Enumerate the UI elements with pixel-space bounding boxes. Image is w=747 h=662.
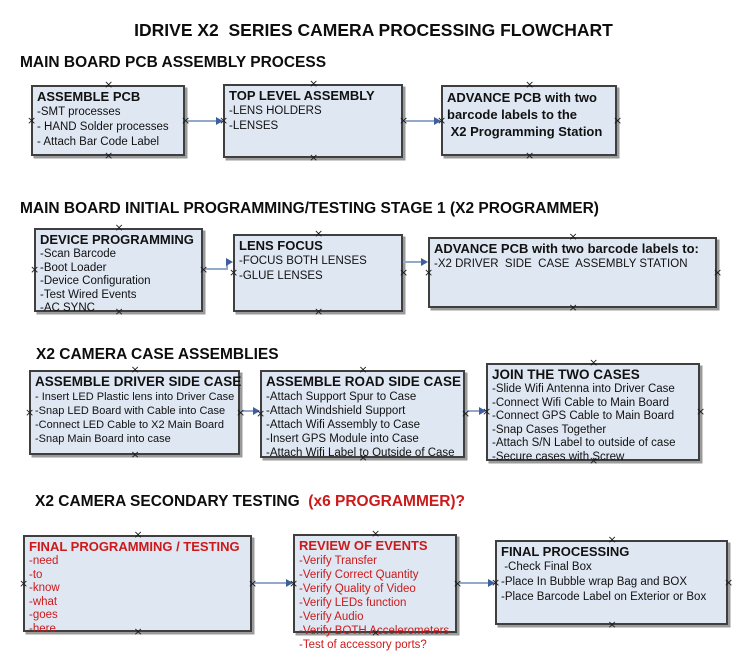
box-item: -Snap Main Board into case [35,433,171,445]
flow-box-final-programming-testing[interactable]: FINAL PROGRAMMING / TESTING -need -to -k… [23,535,252,635]
page-title: IDRIVE X2 SERIES CAMERA PROCESSING FLOWC… [134,20,613,40]
box-item: -X2 DRIVER SIDE CASE ASSEMBLY STATION [434,258,688,270]
connector-line[interactable] [203,268,228,270]
box-item: -Verify Audio [299,611,364,623]
flow-box-device-programming[interactable]: DEVICE PROGRAMMING -Scan Barcode -Boot L… [34,228,203,314]
box-item: -Test of accessory ports? [299,639,427,651]
box-item: -Place In Bubble wrap Bag and BOX [501,576,688,588]
box-item: -Attach Wifi Assembly to Case [266,419,421,431]
box-title: ADVANCE PCB with two barcode labels to: [434,241,699,256]
box-title: ASSEMBLE ROAD SIDE CASE [266,374,462,389]
flow-box-final-processing[interactable]: FINAL PROCESSING -Check Final Box -Place… [495,540,728,625]
flow-box-lens-focus[interactable]: LENS FOCUS -FOCUS BOTH LENSES -GLUE LENS… [233,234,403,312]
box-item: - Insert LED Plastic lens into Driver Ca… [35,391,235,403]
box-item: -Verify LEDs function [299,597,407,609]
box-item: -Snap LED Board with Cable into Case [35,405,226,417]
box-title: ADVANCE PCB with two barcode labels to t… [447,90,603,139]
box-item: -Verify Correct Quantity [299,569,419,581]
box-title: LENS FOCUS [239,238,323,253]
box-item: -know [29,582,60,594]
box-item: - HAND Solder processes [37,121,169,133]
box-item: -goes [29,609,58,621]
box-item: -Verify BOTH Accelerometers [299,625,450,637]
box-item: -Connect Wifi Cable to Main Board [492,396,670,409]
flow-box-top-level-assembly[interactable]: TOP LEVEL ASSEMBLY -LENS HOLDERS -LENSES [223,84,403,158]
arrow-head-icon [253,407,260,415]
connector-line[interactable] [403,261,421,263]
section-heading-secondary-testing: X2 CAMERA SECONDARY TESTING (x6 PROGRAMM… [35,493,465,511]
box-item: -FOCUS BOTH LENSES [239,255,367,267]
arrow-head-icon [434,117,441,125]
box-item: -Attach Windshield Support [266,405,406,417]
box-item: -what [29,595,58,608]
box-item: -SMT processes [37,106,121,118]
box-item: -Attach S/N Label to outside of case [492,437,676,449]
box-item: -AC SYNC [40,302,95,314]
box-item: -Place Barcode Label on Exterior or Box [501,591,707,603]
arrow-head-icon [216,117,223,125]
box-item: -Snap Cases Together [492,423,607,436]
box-item: -Attach Support Spur to Case [266,391,417,403]
flow-box-advance-pcb-programming-station[interactable]: ADVANCE PCB with two barcode labels to t… [441,85,617,156]
box-title: DEVICE PROGRAMMING [40,232,194,247]
arrow-head-icon [488,579,495,587]
connector-line[interactable] [465,410,479,412]
arrow-head-icon [286,579,293,587]
box-item: -GLUE LENSES [239,270,323,282]
box-item: -to [29,568,43,581]
flow-box-assemble-pcb[interactable]: ASSEMBLE PCB -SMT processes - HAND Solde… [31,85,185,156]
box-item: - Attach Bar Code Label [37,136,160,148]
flow-box-advance-pcb-driver-side-station[interactable]: ADVANCE PCB with two barcode labels to: … [428,237,717,308]
box-item: -Verify Transfer [299,555,377,567]
arrow-head-icon [226,258,233,266]
box-item: -Test Wired Events [40,288,137,301]
flow-box-assemble-driver-side-case[interactable]: ASSEMBLE DRIVER SIDE CASE - Insert LED P… [29,370,242,455]
box-title: REVIEW OF EVENTS [299,538,428,553]
flow-box-review-of-events[interactable]: REVIEW OF EVENTS -Verify Transfer -Verif… [293,534,457,651]
connector-line[interactable] [185,120,216,122]
box-title: TOP LEVEL ASSEMBLY [229,88,375,103]
flow-box-join-the-two-cases[interactable]: JOIN THE TWO CASES -Slide Wifi Antenna i… [486,363,700,463]
box-item: -here [29,622,56,635]
box-item: -Boot Loader [40,261,107,274]
box-title: ASSEMBLE DRIVER SIDE CASE [35,374,242,389]
box-item: -need [29,555,59,567]
box-item: -Connect LED Cable to X2 Main Board [35,419,224,431]
box-item: -Connect GPS Cable to Main Board [492,410,675,422]
section-heading-initial-programming: MAIN BOARD INITIAL PROGRAMMING/TESTING S… [20,200,599,217]
heading-black-part: X2 CAMERA SECONDARY TESTING [35,493,309,510]
box-item: -Check Final Box [501,561,592,573]
arrow-head-icon [479,407,486,415]
connector-line[interactable] [240,410,253,412]
box-item: -Secure cases with Screw [492,450,625,463]
connector-line[interactable] [457,582,488,584]
section-heading-pcb-assembly: MAIN BOARD PCB ASSEMBLY PROCESS [20,54,327,71]
box-title: FINAL PROCESSING [501,544,630,559]
box-title: FINAL PROGRAMMING / TESTING [29,539,240,554]
box-item: -LENSES [229,120,279,132]
section-heading-case-assemblies: X2 CAMERA CASE ASSEMBLIES [36,346,279,363]
heading-red-part: (x6 PROGRAMMER)? [308,493,466,510]
box-title: ASSEMBLE PCB [37,89,141,104]
box-item: -Scan Barcode [40,248,117,260]
box-item: -Attach Wifi Label to Outside of Case [266,447,455,459]
flow-box-assemble-road-side-case[interactable]: ASSEMBLE ROAD SIDE CASE -Attach Support … [260,370,465,459]
box-item: -Insert GPS Module into Case [266,433,419,445]
arrow-head-icon [421,258,428,266]
connector-line[interactable] [403,120,434,122]
connector-line[interactable] [252,582,286,584]
box-item: -LENS HOLDERS [229,105,322,117]
box-item: -Device Configuration [40,275,151,287]
box-item: -Slide Wifi Antenna into Driver Case [492,383,675,395]
box-item: -Verify Quality of Video [299,583,416,595]
box-title: JOIN THE TWO CASES [492,367,640,382]
